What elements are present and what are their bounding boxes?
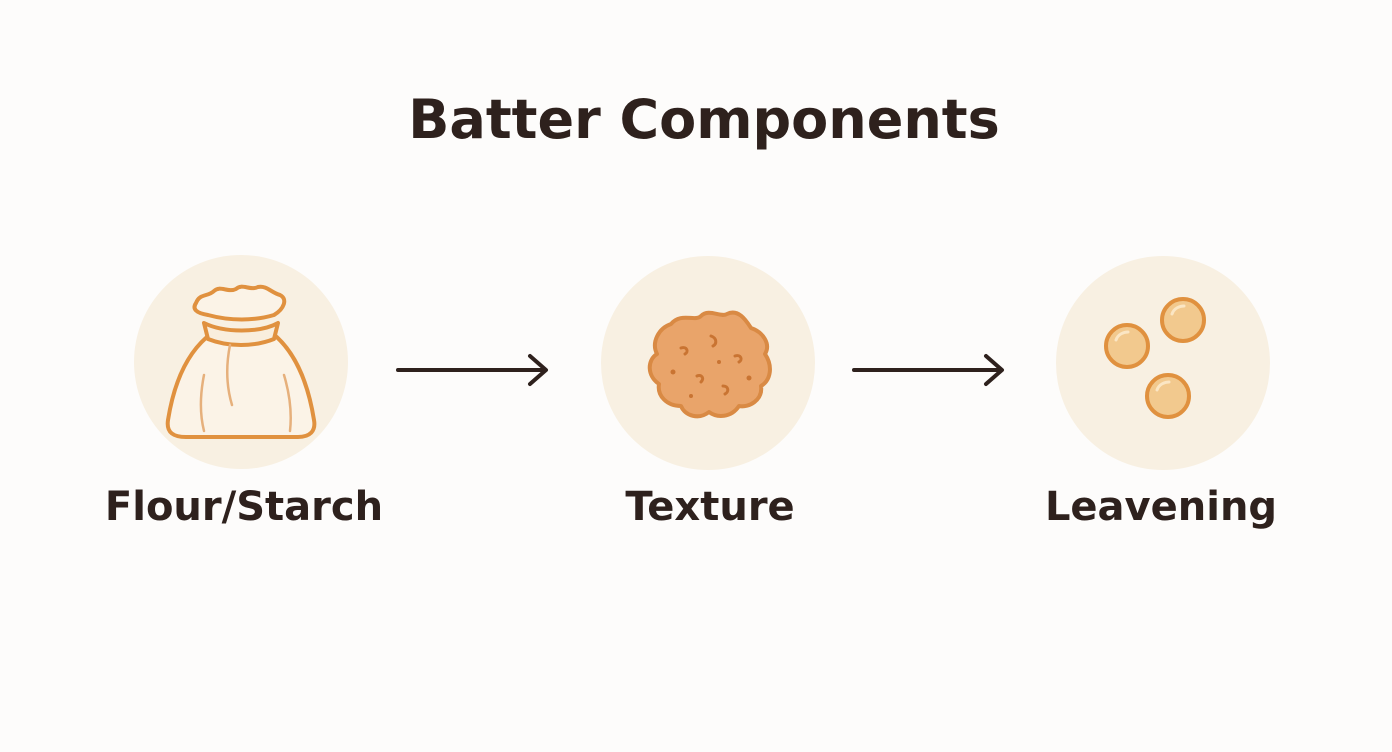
component-label-texture: Texture [625, 484, 795, 530]
arrow-right-icon [396, 354, 548, 386]
component-label-flour: Flour/Starch [104, 484, 384, 530]
diagram-title: Batter Components [408, 88, 1000, 151]
crumb-texture-icon [647, 310, 772, 419]
texture-circle [601, 256, 815, 470]
leavening-circle [1056, 256, 1270, 470]
component-label-leavening: Leavening [1044, 484, 1278, 530]
arrow-right-icon [852, 354, 1004, 386]
flour-circle [134, 255, 348, 469]
flour-sack-icon [165, 284, 317, 439]
bubbles-icon [1104, 297, 1206, 419]
